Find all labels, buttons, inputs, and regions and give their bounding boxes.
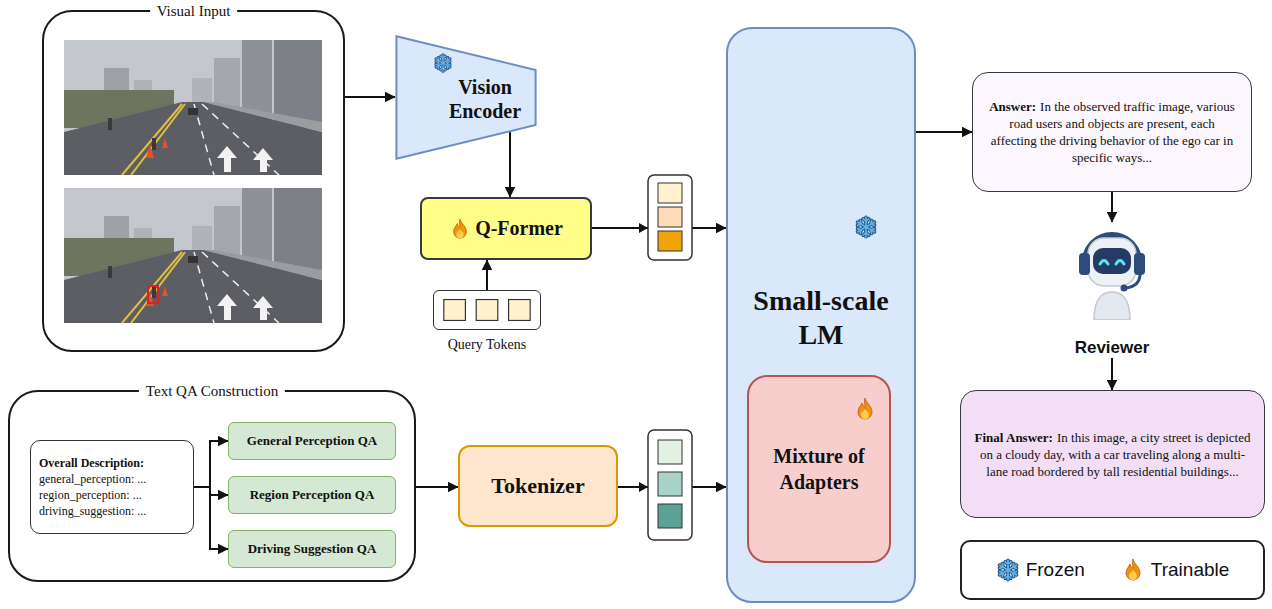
- node-text: Tokenizer: [491, 473, 584, 499]
- connector-arrow: [194, 441, 228, 487]
- node-text: region_perception: ...: [39, 487, 185, 503]
- connector-arrow: [345, 96, 395, 98]
- node-text: Mixture of Adapters: [759, 443, 879, 495]
- token-squares: [434, 291, 540, 329]
- legend-item: Frozen: [996, 558, 1085, 582]
- connector-arrow: [416, 486, 458, 488]
- connector-arrow: [194, 487, 228, 549]
- node-text: Visual Input: [150, 1, 238, 21]
- node-text: driving_suggestion: ...: [39, 503, 185, 519]
- connector-arrow: [486, 260, 488, 290]
- reviewer-node: Reviewer: [1062, 222, 1162, 358]
- group-panel: Text QA ConstructionOverall Description:…: [8, 390, 416, 582]
- snowflake-icon: [854, 215, 878, 239]
- qa-box: Driving Suggestion QA: [228, 530, 396, 568]
- node-text: Vision Encoder: [430, 75, 540, 123]
- legend-box: Frozen Trainable: [960, 540, 1265, 600]
- node-text: Driving Suggestion QA: [248, 541, 377, 557]
- node-text: Query Tokens: [448, 337, 526, 353]
- connector-arrow: [1111, 358, 1113, 390]
- token-stack: [639, 430, 692, 540]
- legend-text: Trainable: [1151, 559, 1230, 581]
- node-text: Text QA Construction: [139, 381, 285, 401]
- group-panel: Visual Input: [42, 10, 345, 352]
- connector-arrow: [509, 131, 511, 197]
- flame-icon: [853, 397, 877, 421]
- legend-item: Trainable: [1121, 558, 1230, 582]
- answer-paragraph: Answer:In the observed traffic image, va…: [985, 98, 1239, 166]
- flame-icon: [449, 218, 471, 240]
- node-text: Answer:: [989, 99, 1036, 114]
- connector-arrow: [916, 131, 972, 133]
- snowflake-icon: [996, 558, 1020, 582]
- snowflake-icon: [433, 53, 453, 73]
- encoder-trapezoid: Vision Encoder: [395, 35, 537, 160]
- tokenizer-box: Tokenizer: [458, 445, 618, 527]
- node-text: General Perception QA: [247, 433, 377, 449]
- qa-box: Region Perception QA: [228, 476, 396, 514]
- street-photo: [64, 40, 322, 175]
- model-box: Small-scale LM Mixture of Adapters: [726, 27, 916, 603]
- connector-arrow: [1111, 192, 1113, 222]
- answer-box: Answer:In the observed traffic image, va…: [972, 72, 1252, 192]
- node-text: Small-scale LM: [738, 284, 904, 352]
- answer-box: Final Answer:In this image, a city stree…: [960, 390, 1265, 518]
- token-box: Query Tokens: [433, 290, 541, 330]
- node-text: Overall Description:: [39, 455, 185, 471]
- node-text: Reviewer: [1075, 338, 1150, 358]
- legend-text: Frozen: [1026, 559, 1085, 581]
- node-text: Final Answer:: [975, 430, 1053, 445]
- adapter-box: Mixture of Adapters: [747, 375, 891, 563]
- node-text: general_perception: ...: [39, 471, 185, 487]
- node-text: Q-Former: [475, 217, 563, 240]
- node-text: Region Perception QA: [250, 487, 375, 503]
- qa-box: General Perception QA: [228, 422, 396, 460]
- robot-icon: [1072, 222, 1152, 320]
- street-photo: [64, 188, 322, 323]
- answer-paragraph: Final Answer:In this image, a city stree…: [973, 429, 1252, 480]
- module-box: Q-Former: [420, 197, 592, 260]
- flame-icon: [1121, 558, 1145, 582]
- token-stack: [639, 175, 692, 260]
- description-box: Overall Description:general_perception: …: [30, 440, 194, 534]
- region-box: [148, 286, 158, 303]
